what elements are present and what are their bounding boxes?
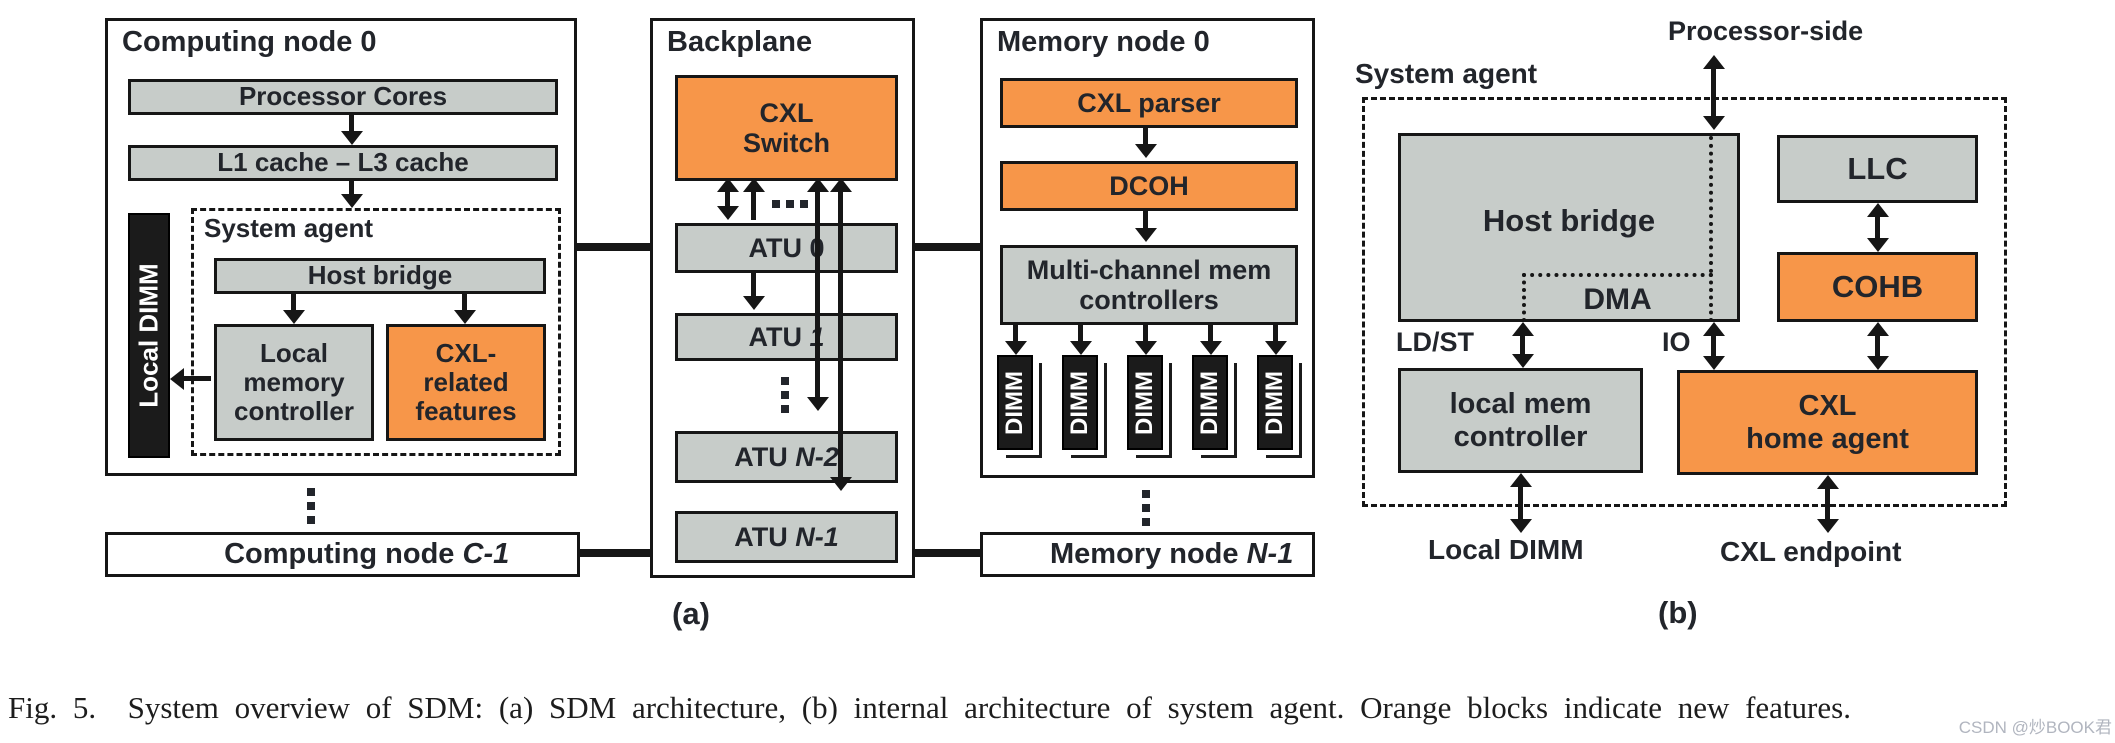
- computing-node-c1-box: Computing node C-1: [105, 532, 580, 577]
- ellipsis-atus: [781, 377, 789, 413]
- arrow-cache-to-agent: [349, 181, 354, 194]
- arrow-dcoh-to-mcm: [1143, 208, 1148, 228]
- memory-node-n1-label: Memory node: [1050, 538, 1247, 570]
- watermark: CSDN @炒BOOK君: [1958, 718, 2112, 737]
- panel-b-label: (b): [1658, 595, 1698, 630]
- ellipsis-computing-nodes: [307, 488, 315, 524]
- computing-node-0-title: Computing node 0: [122, 26, 377, 58]
- arrow-parser-to-dcoh: [1143, 125, 1148, 144]
- memory-node-n1-box: Memory node N-1: [980, 532, 1315, 577]
- connector-backplane-memnoden1: [913, 549, 982, 557]
- backplane-box: Backplane CXL Switch ATU 0 ATU 1 ATU N-2…: [650, 18, 915, 578]
- figure-caption: Fig. 5. System overview of SDM: (a) SDM …: [8, 690, 1851, 725]
- host-bridge-b-box: Host bridge: [1398, 133, 1740, 322]
- system-agent-b-title: System agent: [1355, 58, 1538, 89]
- double-arrow-switch-atu0: [725, 192, 730, 206]
- cxl-related-features-box: CXL- related features: [386, 324, 546, 441]
- computing-node-0-box: Computing node 0 Processor Cores L1 cach…: [105, 18, 577, 476]
- computing-node-c1-label: Computing node: [224, 538, 463, 570]
- dimm-block: DIMM: [1192, 355, 1228, 450]
- mem-controllers-box: Multi-channel mem controllers: [1000, 245, 1298, 325]
- ldst-label: LD/ST: [1396, 327, 1474, 357]
- arrow-mcm-to-dimm-1: [1013, 322, 1018, 341]
- double-arrow-io: [1711, 336, 1716, 356]
- processor-cores-box: Processor Cores: [128, 79, 558, 115]
- arrow-atu0-to-atu1: [751, 270, 756, 296]
- dma-box: DMA: [1522, 273, 1713, 322]
- dcoh-box: DCOH: [1000, 161, 1298, 211]
- memory-node-0-title: Memory node 0: [997, 26, 1210, 58]
- local-dimm-label: Local DIMM: [133, 263, 164, 408]
- connector-nodec1-backplane: [578, 549, 652, 557]
- arrow-bridge-to-lmc: [291, 294, 296, 310]
- atu-0-box: ATU 0: [675, 223, 898, 273]
- atu-1-box: ATU 1: [675, 313, 898, 361]
- local-memory-controller-box: Local memory controller: [214, 324, 374, 441]
- l1-l3-cache-box: L1 cache – L3 cache: [128, 145, 558, 181]
- local-mem-controller-b-box: local mem controller: [1398, 368, 1643, 473]
- arrow-lmc-to-dimm: [184, 376, 211, 381]
- double-arrow-cohb-homeagent: [1875, 336, 1880, 356]
- system-agent-title: System agent: [204, 213, 374, 243]
- arrow-switch-to-atun2: [815, 192, 820, 397]
- double-arrow-llc-cohb: [1875, 217, 1880, 238]
- cxl-endpoint-label: CXL endpoint: [1720, 536, 1902, 567]
- double-arrow-ldst: [1520, 336, 1525, 354]
- panel-a-label: (a): [672, 596, 710, 631]
- double-arrow-cxl-endpoint: [1825, 489, 1830, 519]
- dimm-block: DIMM: [1257, 355, 1293, 450]
- arrow-cores-to-cache: [349, 115, 354, 131]
- dimm-block: DIMM: [1062, 355, 1098, 450]
- local-dimm-block: Local DIMM: [128, 213, 170, 458]
- arrow-mcm-to-dimm-5: [1273, 322, 1278, 341]
- ellipsis-memory-nodes: [1142, 490, 1150, 526]
- system-agent-b-box: [1362, 97, 2007, 507]
- connector-backplane-memnode0: [913, 243, 982, 251]
- dotted-io-path: [1709, 136, 1713, 273]
- host-bridge-box: Host bridge: [214, 258, 546, 294]
- arrow-mcm-to-dimm-3: [1143, 322, 1148, 341]
- arrow-atu0-to-switch: [751, 192, 756, 220]
- computing-node-c1-index: C-1: [462, 538, 510, 570]
- atu-n2-box: ATU N-2: [675, 431, 898, 483]
- memory-node-n1-index: N-1: [1246, 538, 1294, 570]
- dimm-block: DIMM: [1127, 355, 1163, 450]
- cohb-box: COHB: [1777, 252, 1978, 322]
- system-agent-box: System agent Host bridge Local memory co…: [191, 208, 561, 456]
- cxl-switch-box: CXL Switch: [675, 75, 898, 181]
- io-label: IO: [1662, 327, 1691, 357]
- processor-side-label: Processor-side: [1668, 16, 1864, 46]
- cxl-home-agent-box: CXL home agent: [1677, 370, 1978, 475]
- double-arrow-processor-side: [1711, 69, 1716, 116]
- connector-node0-backplane: [574, 243, 652, 251]
- arrow-switch-to-atun1: [838, 192, 843, 477]
- atu-n1-box: ATU N-1: [675, 511, 898, 563]
- memory-node-0-box: Memory node 0 CXL parser DCOH Multi-chan…: [980, 18, 1315, 478]
- arrow-bridge-to-cxl: [462, 294, 467, 310]
- ellipsis-switch-links: [772, 200, 808, 208]
- local-dimm-b-label: Local DIMM: [1428, 534, 1584, 565]
- llc-box: LLC: [1777, 135, 1978, 203]
- backplane-title: Backplane: [667, 26, 813, 58]
- cxl-parser-box: CXL parser: [1000, 78, 1298, 128]
- double-arrow-local-dimm: [1518, 487, 1523, 519]
- dimm-block: DIMM: [997, 355, 1033, 450]
- arrow-mcm-to-dimm-4: [1208, 322, 1213, 341]
- arrow-mcm-to-dimm-2: [1078, 322, 1083, 341]
